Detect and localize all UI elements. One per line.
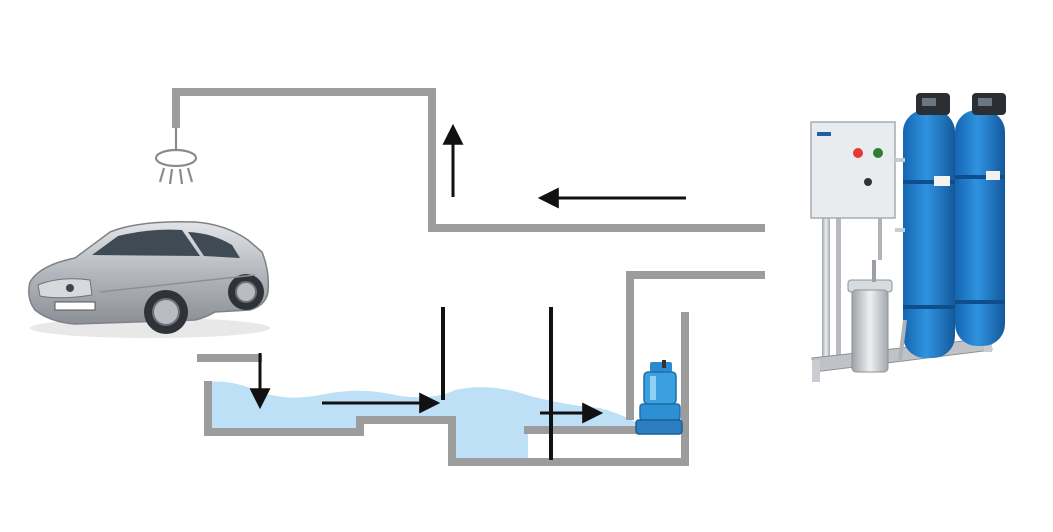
pump-icon xyxy=(636,360,682,434)
return-pipe xyxy=(176,92,765,228)
sprinkler-icon xyxy=(156,128,196,184)
water-treatment-icon xyxy=(811,93,1006,382)
flow-arrows xyxy=(260,128,686,413)
tank-outline xyxy=(208,312,685,462)
car-icon xyxy=(29,222,270,338)
